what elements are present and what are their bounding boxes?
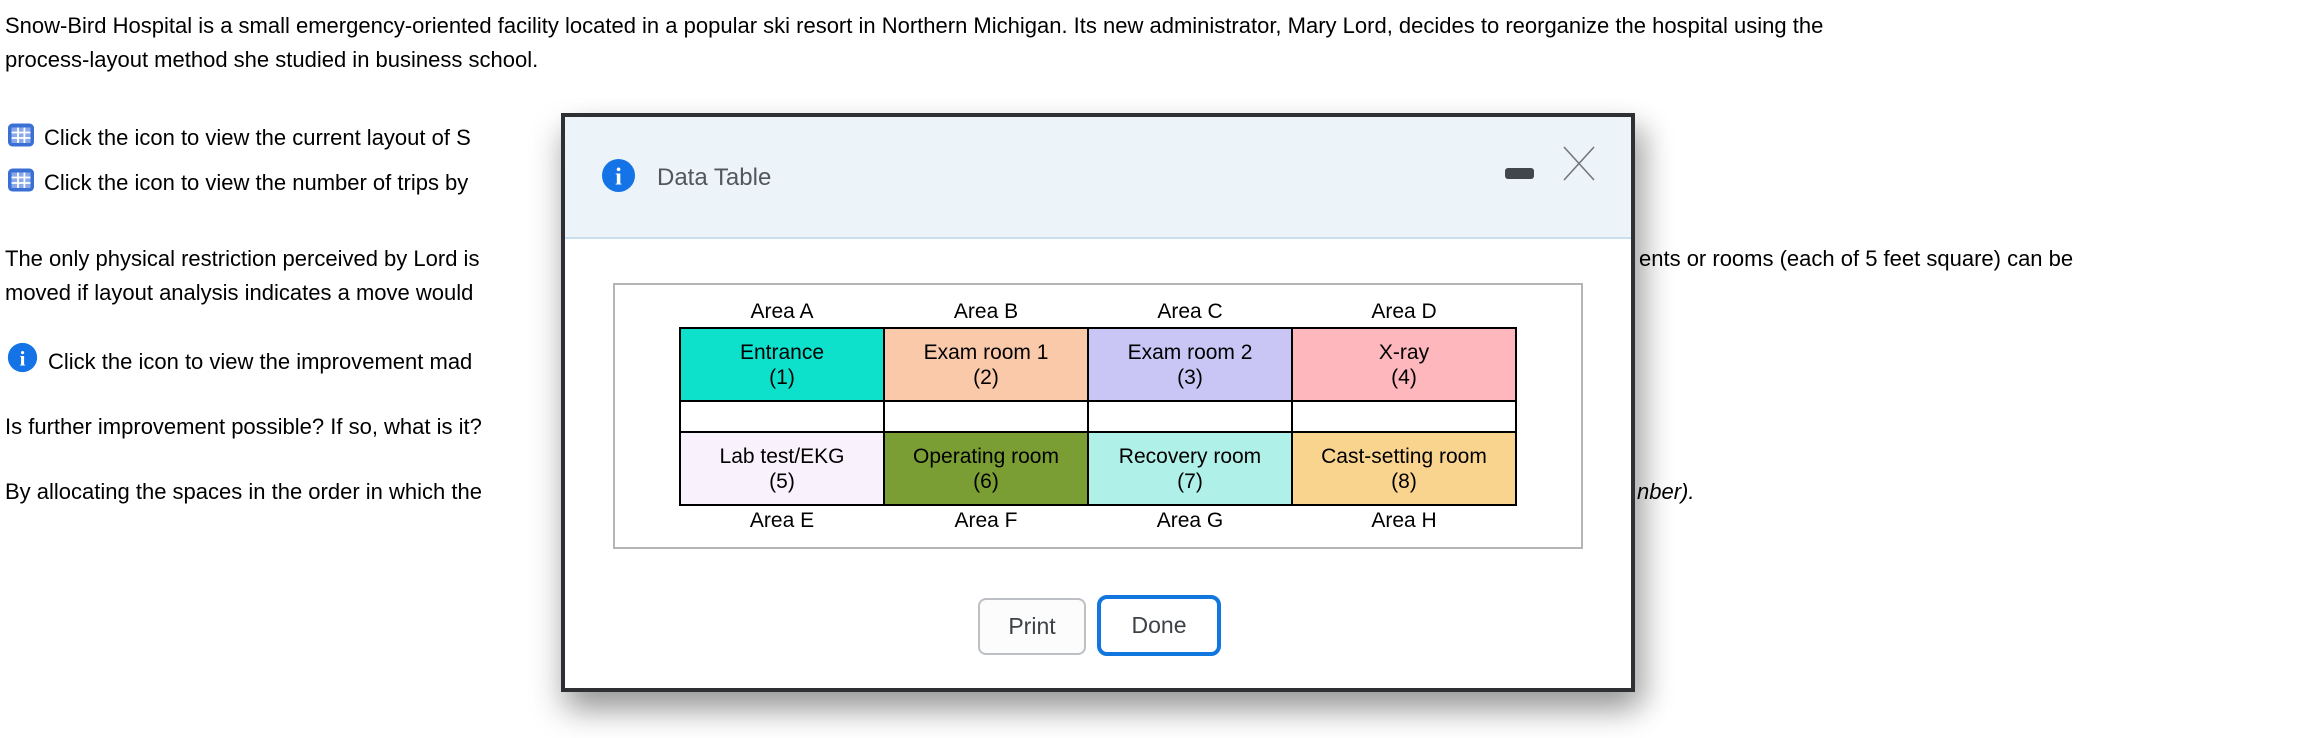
minimize-icon[interactable] — [1505, 168, 1534, 179]
icon-row-1-label: Click the icon to view the current layou… — [44, 125, 471, 150]
area-label: Area F — [954, 509, 1018, 532]
improvement-row-label: Click the icon to view the improvement m… — [48, 349, 473, 374]
area-label: Area G — [1156, 509, 1224, 532]
spacer-cell — [1087, 400, 1293, 433]
room-cell: Exam room 2(3) — [1087, 327, 1293, 402]
close-icon[interactable] — [1560, 144, 1598, 183]
area-label: Area B — [953, 300, 1019, 323]
room-cell: X-ray(4) — [1291, 327, 1517, 402]
area-label: Area E — [749, 509, 815, 532]
area-label: Area H — [1371, 509, 1437, 532]
restriction-line-1-cont: ents or rooms (each of 5 feet square) ca… — [1639, 246, 2074, 271]
room-cell: Entrance(1) — [679, 327, 885, 402]
question-1: Is further improvement possible? If so, … — [5, 414, 482, 439]
room-cell: Recovery room(7) — [1087, 431, 1293, 506]
restriction-line-1: The only physical restriction perceived … — [5, 246, 480, 271]
icon-row-2-label: Click the icon to view the number of tri… — [44, 170, 469, 195]
svg-text:i: i — [20, 346, 26, 370]
area-label: Area A — [750, 300, 814, 323]
print-button-label: Print — [1008, 613, 1056, 639]
room-cell: Cast-setting room(8) — [1291, 431, 1517, 506]
done-button-label: Done — [1131, 612, 1187, 638]
info-icon[interactable]: i — [7, 342, 38, 373]
restriction-line-2: moved if layout analysis indicates a mov… — [5, 280, 474, 305]
spacer-cell — [679, 400, 885, 433]
spacer-cell — [1291, 400, 1517, 433]
svg-text:i: i — [615, 163, 622, 190]
data-table-modal: i Data Table Area A Area B Area C Area D Ent… — [561, 113, 1635, 692]
intro-line-1: Snow-Bird Hospital is a small emergency-… — [5, 13, 1824, 38]
data-table-icon[interactable] — [7, 121, 35, 149]
room-cell: Operating room(6) — [883, 431, 1089, 506]
question-2: By allocating the spaces in the order in… — [5, 479, 482, 504]
room-cell: Exam room 1(2) — [883, 327, 1089, 402]
area-label: Area D — [1371, 300, 1437, 323]
modal-title: Data Table — [657, 164, 772, 191]
spacer-cell — [883, 400, 1089, 433]
modal-header[interactable]: i Data Table — [565, 117, 1631, 239]
info-icon: i — [601, 158, 636, 193]
intro-line-2: process-layout method she studied in bus… — [5, 47, 539, 72]
data-table-icon[interactable] — [7, 166, 35, 194]
print-button[interactable]: Print — [978, 598, 1086, 655]
room-cell: Lab test/EKG(5) — [679, 431, 885, 506]
question-2-cont: nber). — [1637, 479, 1695, 504]
area-label: Area C — [1157, 300, 1223, 323]
done-button[interactable]: Done — [1097, 595, 1221, 656]
